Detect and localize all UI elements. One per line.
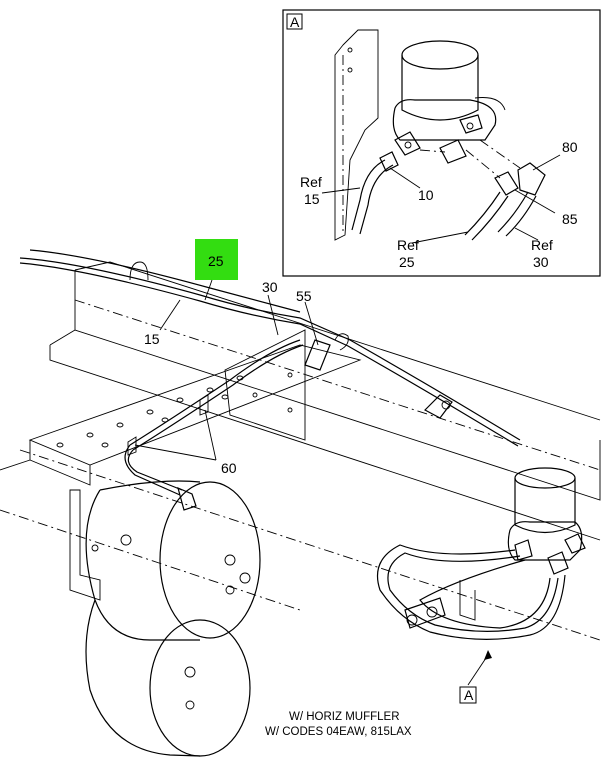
brake-line-15	[29, 249, 301, 313]
hose-15	[351, 159, 386, 231]
callout-85: 85	[562, 211, 578, 227]
callout-15: 15	[144, 331, 160, 347]
callout-25-highlight	[195, 239, 238, 280]
view-tag: A	[464, 687, 474, 703]
callout-10: 10	[418, 187, 434, 203]
view-arrow	[484, 650, 492, 660]
clip-right	[424, 394, 453, 419]
clip-55	[304, 339, 331, 371]
clip-60b	[127, 436, 137, 456]
support-plate	[224, 329, 306, 441]
callout-ref15-number: 15	[304, 191, 320, 207]
mount-bracket	[334, 29, 379, 241]
callout-ref25-number: 25	[399, 254, 415, 270]
hose-loop-inner	[419, 559, 551, 629]
air-tank-upper	[85, 480, 261, 641]
caption-line-2: W/ CODES 04EAW, 815LAX	[265, 726, 412, 738]
callout-ref25-label: Ref	[397, 237, 419, 253]
right-valve-cap	[514, 467, 576, 489]
callout-ref15-label: Ref	[300, 174, 322, 190]
callout-55: 55	[296, 288, 312, 304]
fitting-center	[439, 139, 467, 164]
callout-ref30-number: 30	[533, 254, 549, 270]
callout-30: 30	[262, 279, 278, 295]
view-tag-box	[459, 686, 477, 704]
callout-25: 25	[208, 253, 224, 269]
bottom-clip	[404, 597, 446, 629]
air-tank-lower	[85, 599, 251, 757]
cross-member	[28, 344, 362, 466]
fitting-left	[394, 131, 421, 156]
callout-80: 80	[562, 139, 578, 155]
right-valve-body	[507, 521, 583, 561]
frame-rail-lower	[49, 329, 601, 541]
elbow-80	[517, 162, 546, 196]
hose-25	[464, 191, 501, 236]
fitting-85	[494, 171, 519, 196]
detail-tag: A	[290, 14, 300, 30]
hose-loop-outer	[376, 544, 566, 640]
detail-view-a: A	[282, 9, 601, 277]
detail-tag-box	[286, 13, 303, 30]
callout-ref30-label: Ref	[531, 237, 553, 253]
caption-line-1: W/ HORIZ MUFFLER	[289, 711, 400, 723]
connector-10	[379, 151, 399, 172]
brake-line-25	[19, 257, 521, 441]
valve-body	[392, 99, 497, 141]
line-30-fitting	[177, 486, 197, 511]
main-view: A 25 15 30 55 60	[0, 239, 601, 757]
clip-60a	[199, 394, 209, 416]
frame-left-side	[69, 489, 101, 601]
brake-line-30	[129, 339, 301, 446]
callout-60: 60	[221, 460, 237, 476]
